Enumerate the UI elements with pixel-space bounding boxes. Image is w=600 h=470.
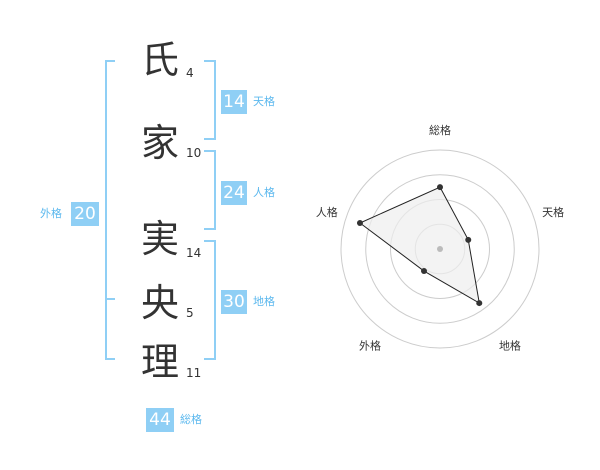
- gaikaku-bracket-bottom: [105, 358, 115, 360]
- jinkaku-label: 人格: [253, 186, 275, 199]
- radar-point-4: [356, 219, 363, 226]
- radar-axis-label-3: 外格: [359, 338, 381, 352]
- jinkaku-bracket-line: [214, 150, 216, 230]
- name-char-1: 氏: [140, 38, 179, 82]
- chikaku-badge: 30: [221, 290, 247, 314]
- chikaku-label: 地格: [253, 295, 275, 308]
- stroke-count-3: 14: [186, 246, 202, 260]
- stroke-count-5: 11: [186, 366, 202, 380]
- chikaku-bracket-line: [214, 240, 216, 360]
- gaikaku-bracket-line: [105, 60, 107, 359]
- radar-point-3: [420, 268, 427, 275]
- tenkaku-bracket-line: [214, 60, 216, 140]
- radar-center-dot: [437, 246, 443, 252]
- name-char-5: 理: [140, 340, 179, 384]
- tenkaku-bracket-top: [204, 60, 214, 62]
- chikaku-bracket-bottom: [204, 358, 214, 360]
- gaikaku-badge: 20: [71, 202, 99, 226]
- gaikaku-bracket-mid: [105, 298, 115, 300]
- name-char-4: 央: [140, 281, 179, 325]
- jinkaku-bracket-top: [204, 150, 214, 152]
- radar-point-1: [465, 236, 472, 243]
- soukaku-badge: 44: [146, 408, 174, 432]
- stroke-count-2: 10: [186, 146, 202, 160]
- soukaku-label: 総格: [180, 413, 202, 426]
- radar-ring-3: [365, 174, 515, 324]
- chikaku-bracket-top: [204, 240, 214, 242]
- tenkaku-bracket-bottom: [204, 138, 214, 140]
- name-char-2: 家: [140, 121, 179, 165]
- radar-point-0: [437, 184, 443, 191]
- radar-axis-label-0: 総格: [429, 123, 451, 137]
- radar-area: [358, 186, 480, 305]
- tenkaku-badge: 14: [221, 90, 247, 114]
- radar-point-2: [476, 300, 483, 307]
- tenkaku-label: 天格: [253, 95, 275, 108]
- radar-axis-label-2: 地格: [499, 338, 521, 352]
- radar-axis-label-1: 天格: [542, 205, 564, 219]
- jinkaku-badge: 24: [221, 181, 247, 205]
- stroke-count-4: 5: [186, 306, 194, 320]
- radar-ring-4: [340, 149, 540, 349]
- stroke-count-1: 4: [186, 66, 194, 80]
- jinkaku-bracket-bottom: [204, 228, 214, 230]
- gaikaku-label: 外格: [40, 207, 62, 220]
- name-char-3: 実: [140, 217, 179, 261]
- gaikaku-bracket-top: [105, 60, 115, 62]
- radar-axis-label-4: 人格: [316, 205, 338, 219]
